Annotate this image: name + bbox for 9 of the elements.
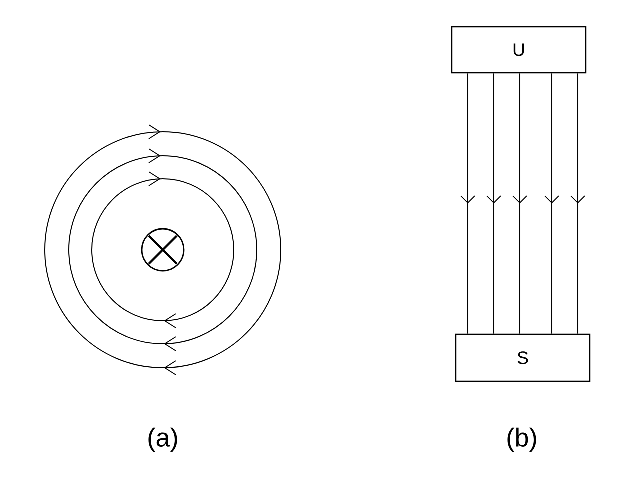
panel-label: (a)	[148, 428, 178, 452]
field-line	[544, 73, 560, 334]
field-line	[512, 73, 528, 334]
field-line	[486, 73, 502, 334]
pole-box: S	[455, 334, 591, 382]
pole-box: U	[451, 26, 587, 74]
field-line	[570, 73, 586, 334]
panel-label: (b)	[508, 428, 536, 452]
field-line	[460, 73, 476, 334]
